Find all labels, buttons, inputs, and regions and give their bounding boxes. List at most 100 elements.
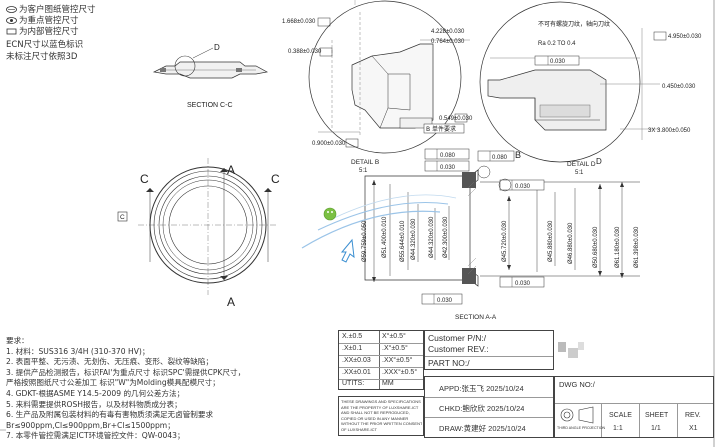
section-aa-title: SECTION A-A	[455, 314, 497, 321]
dim-v3: Ø44.320±0.030	[411, 218, 417, 260]
tol-cell: .XXX°±0.5°	[382, 369, 418, 376]
dim-v6: Ø45.880±0.030	[548, 220, 554, 262]
gdt-value-5: 0.030	[515, 281, 531, 287]
logo-icon	[558, 342, 584, 358]
note-item: 2. 表面平整、无污渍、无划伤、无压痕、变形、裂纹等缺陷；	[6, 357, 214, 367]
scale-label: SCALE	[609, 412, 632, 419]
note-item: 6. 生产品及附属包装材料的有毒有害物质须满足无卤管制要求	[6, 410, 214, 420]
disclaimer-line: OF LUXSHARE-ICT	[341, 426, 378, 432]
gdt-flatness-value: 0.030	[550, 59, 566, 65]
label-d2: D	[596, 157, 602, 166]
section-cc-title: SECTION C-C	[187, 102, 233, 109]
tol-cell: .X°±0.5°	[382, 345, 408, 352]
gdt-value-3: 0.080	[492, 155, 508, 161]
label-c-left: C	[140, 172, 149, 186]
note-item: 严格按照图纸尺寸公差加工 标识"W"为Molding模具配模尺寸；	[6, 378, 220, 388]
dim-d1: 1.668±0.030	[282, 19, 316, 25]
legend-text: 为客户图纸管控尺寸	[19, 5, 96, 15]
note-item: Br≤900ppm,Cl≤900ppm,Br+Cl≤1500ppm；	[6, 420, 175, 430]
units-value: MM	[382, 380, 394, 387]
dim-v2: Ø55.644±0.010	[400, 220, 406, 262]
legend-row-3d: 未标注尺寸依照3D	[6, 52, 77, 62]
legend-text: 未标注尺寸依照3D	[6, 52, 78, 62]
dim-d5: 0.549±0.030	[439, 116, 473, 122]
section-cc-view: D SECTION C-C	[152, 43, 269, 109]
key-symbol-icon	[6, 17, 17, 24]
approved-by: APPD:张玉飞 2025/10/24	[439, 384, 524, 393]
projection-label: THIRD ANGLE PROJECTION	[557, 426, 606, 430]
datum-c: C	[120, 214, 125, 221]
tolerance-table: X.±0.5 X°±0.5° .X±0.1 .X°±0.5° .XX±0.03 …	[338, 330, 424, 390]
dim-d8: 0.450±0.030	[662, 84, 696, 90]
legend-row-internal: 为内部管控尺寸	[6, 27, 79, 37]
detail-d-view: 不可有螺旋刀纹，轴向刀纹 Ra 0.2 TO 0.4 0.030 4.950±0…	[479, 1, 702, 176]
part-no: PART NO:/	[428, 358, 470, 368]
drawn-by: DRAW:黄建好 2025/10/24	[439, 424, 526, 433]
tol-cell: .XX±0.01	[342, 369, 371, 376]
detail-d-title: DETAIL D	[567, 161, 596, 168]
gdt-value-4: 0.030	[515, 184, 531, 190]
detail-b-scale: 5:1	[359, 168, 368, 174]
label-d: D	[214, 43, 220, 52]
tol-cell: .XX±0.03	[342, 357, 371, 364]
tol-cell: X.±0.5	[342, 333, 363, 340]
dim-v10: Ø61.398±0.030	[634, 226, 640, 268]
note-tool-marks: 不可有螺旋刀纹，轴向刀纹	[538, 20, 610, 28]
label-a-bottom: A	[227, 295, 235, 309]
dim-v1: Ø51.400±0.010	[382, 216, 388, 258]
tol-cell: X°±0.5°	[382, 333, 406, 340]
note-item: 3. 提供产品检测报告，标识FAI'为重点尺寸 标识SPC'需提供CPK尺寸，	[6, 367, 246, 377]
third-angle-projection-icon	[560, 406, 594, 424]
legend-row-key: 为重点管控尺寸	[6, 16, 79, 26]
customer-symbol-icon	[6, 6, 17, 13]
legend-text: 为内部管控尺寸	[19, 27, 79, 37]
approval-block: APPD:张玉飞 2025/10/24 CHKD:鲍欣欣 2025/10/24 …	[424, 376, 554, 438]
dim-d7: 4.950±0.030	[668, 34, 702, 40]
dim-d9: 3X 3.800±0.050	[648, 128, 691, 134]
dim-v3b: Ø44.320±0.030	[429, 216, 435, 258]
scale-value: 1:1	[613, 425, 623, 432]
customer-rev: Customer REV.:	[428, 344, 489, 354]
label-b: B	[515, 150, 521, 160]
rev-label: REV.	[685, 412, 701, 419]
gdt-value-1: 0.080	[440, 153, 456, 159]
legend-row-customer: 为客户图纸管控尺寸	[6, 5, 96, 15]
detail-b-view: 1.668±0.030 0.388±0.030 4.228±0.030 0.76…	[282, 0, 473, 174]
gdt-value-2: 0.030	[440, 165, 456, 171]
dim-v5: Ø45.720±0.030	[502, 220, 508, 262]
requirements-notes: 要求： 1. 材料：SUS316 3/4H (310-370 HV)； 2. 表…	[6, 336, 336, 442]
disclaimer-line: AND SHALL NOT BE REPRODUCED,	[341, 410, 410, 415]
customer-block: Customer P/N:/ Customer REV.: PART NO:/	[424, 330, 554, 370]
note-b-single: B 单件要求	[426, 125, 456, 133]
section-aa-view: Ø59.759±0.050 Ø51.400±0.010 Ø55.644±0.01…	[301, 148, 640, 321]
detail-b-title: DETAIL B	[351, 159, 379, 166]
dim-v4: Ø42.300±0.030	[443, 216, 449, 258]
tol-cell: .XX°±0.5°	[382, 357, 413, 364]
disclaimer-line: WITHOUT THE PRIOR WRITTEN CONSENT	[341, 421, 423, 426]
note-item: 1. 材料：SUS316 3/4H (310-370 HV)；	[6, 346, 150, 356]
dim-v7: Ø46.880±0.030	[568, 222, 574, 264]
label-c-right: C	[271, 172, 280, 186]
label-a-top: A	[227, 163, 235, 177]
disclaimer-line: COPIED OR USED IN ANY MANNER	[341, 415, 409, 421]
dim-d4: 0.764±0.030	[431, 39, 465, 45]
tol-cell: .X±0.1	[342, 345, 363, 352]
dim-d3: 4.228±0.030	[431, 29, 465, 35]
checked-by: CHKD:鲍欣欣 2025/10/24	[439, 404, 525, 413]
dim-v8: Ø50.680±0.030	[593, 226, 599, 268]
company-logo	[556, 338, 596, 366]
dim-v11: Ø59.759±0.050	[362, 220, 368, 262]
detail-d-scale: 5:1	[575, 170, 584, 176]
sheet-value: 1/1	[651, 425, 661, 432]
gdt-value-6: 0.030	[437, 298, 453, 304]
dim-d2: 0.388±0.030	[288, 49, 322, 55]
projection-symbol: THIRD ANGLE PROJECTION	[557, 405, 605, 435]
note-item: 4. GDKT-根据ASME Y14.5-2009 的几何公差方法；	[6, 388, 185, 398]
drawing-info-block: DWG NO:/ THIRD ANGLE PROJECTION SCALE 1:…	[554, 376, 714, 438]
legend-text: ECN尺寸以蓝色标识	[6, 40, 84, 50]
units-label: UTITS:	[342, 380, 365, 387]
front-view: C C A A C	[117, 158, 280, 309]
disclaimer-line: THESE DRAWINGS AND SPECIFICATIONS	[341, 399, 421, 404]
disclaimer-block: THESE DRAWINGS AND SPECIFICATIONS ARE TH…	[338, 396, 424, 436]
